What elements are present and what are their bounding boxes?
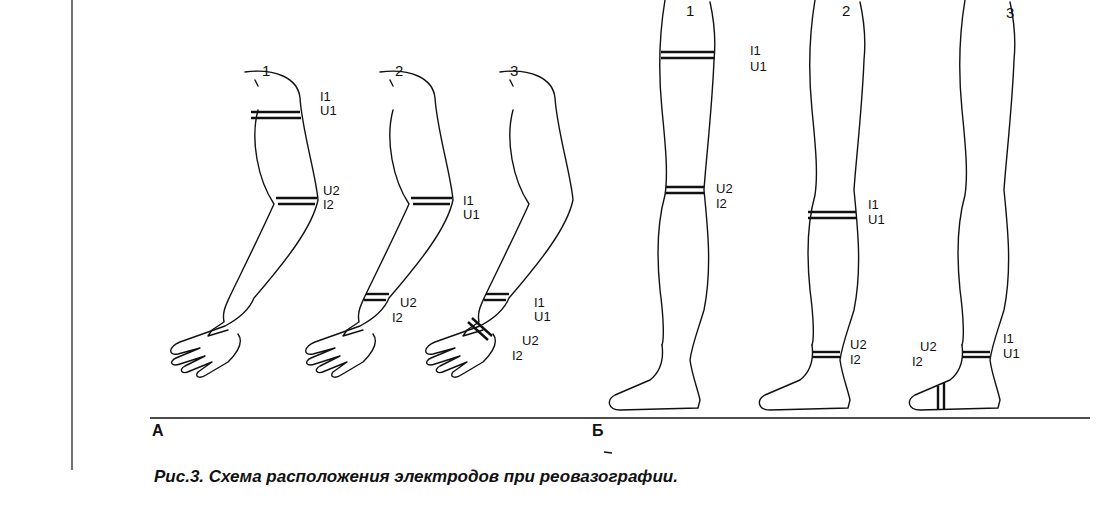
electrode-label: U1 [750,60,767,74]
electrode-label: I1 [868,198,879,212]
electrode-label: I1 [750,44,761,58]
electrode-label: I1 [463,194,474,208]
electrode-label: U1 [868,213,885,227]
electrode-label: I2 [392,311,403,325]
panel-letter: Б [592,424,604,438]
figure-number: 1 [262,64,270,78]
electrode-label: I2 [716,197,727,211]
electrode-label: U2 [323,184,340,198]
electrode-label: U1 [463,208,480,222]
electrode-label: U1 [320,104,337,118]
figure-number: 2 [842,4,850,18]
electrode-label: I2 [512,349,523,363]
electrode-label: U1 [1003,347,1020,361]
figure-number: 2 [395,64,403,78]
electrode-label: U1 [534,310,551,324]
figure-caption: Рис.3. Схема расположения электродов при… [154,470,678,484]
electrode-label: U2 [920,340,937,354]
electrode-label: I2 [850,353,861,367]
figure-number: 3 [1006,6,1014,20]
electrode-label: U2 [716,182,733,196]
electrode-label: I2 [323,198,334,212]
electrode-label: I1 [320,90,331,104]
figure-number: 3 [510,64,518,78]
electrode-label: I1 [1003,332,1014,346]
electrode-label: U2 [522,334,539,348]
figure-number: 1 [686,4,694,18]
electrode-label: I2 [912,355,923,369]
panel-letter: А [152,424,164,438]
electrode-label: I1 [534,296,545,310]
electrode-label: U2 [850,338,867,352]
electrode-label: U2 [400,296,417,310]
